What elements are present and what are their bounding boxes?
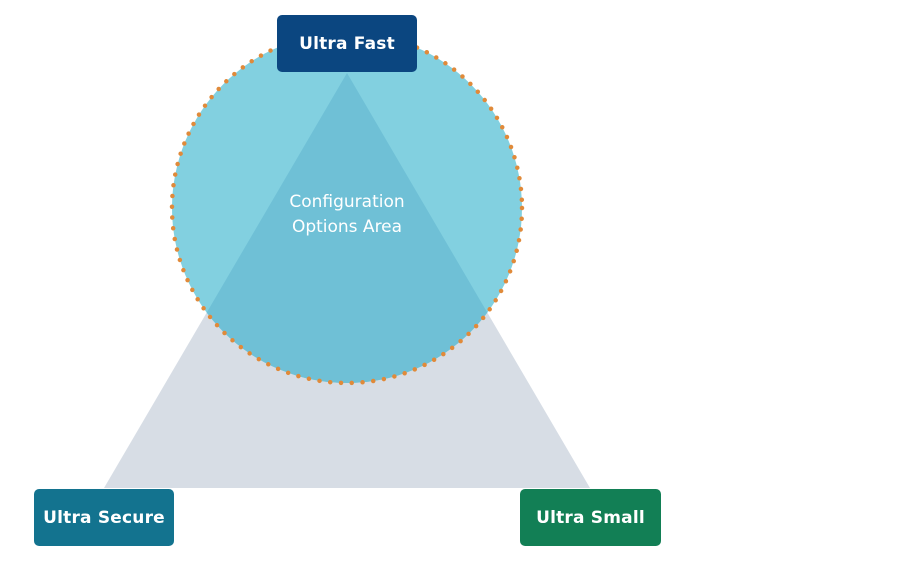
ultra-secure-label: Ultra Secure: [34, 489, 174, 546]
center-label-line-2: Options Area: [291, 217, 403, 237]
center-label: Configuration Options Area: [247, 190, 447, 240]
ultra-fast-text: Ultra Fast: [299, 33, 395, 54]
ultra-small-text: Ultra Small: [536, 507, 645, 528]
ultra-secure-text: Ultra Secure: [43, 507, 165, 528]
triangle-circle-overlap: [172, 73, 522, 383]
ultra-small-label: Ultra Small: [520, 489, 661, 546]
ultra-fast-label: Ultra Fast: [277, 15, 417, 72]
center-label-line-1: Configuration: [289, 192, 405, 212]
circle-dotted-border: [169, 30, 525, 386]
